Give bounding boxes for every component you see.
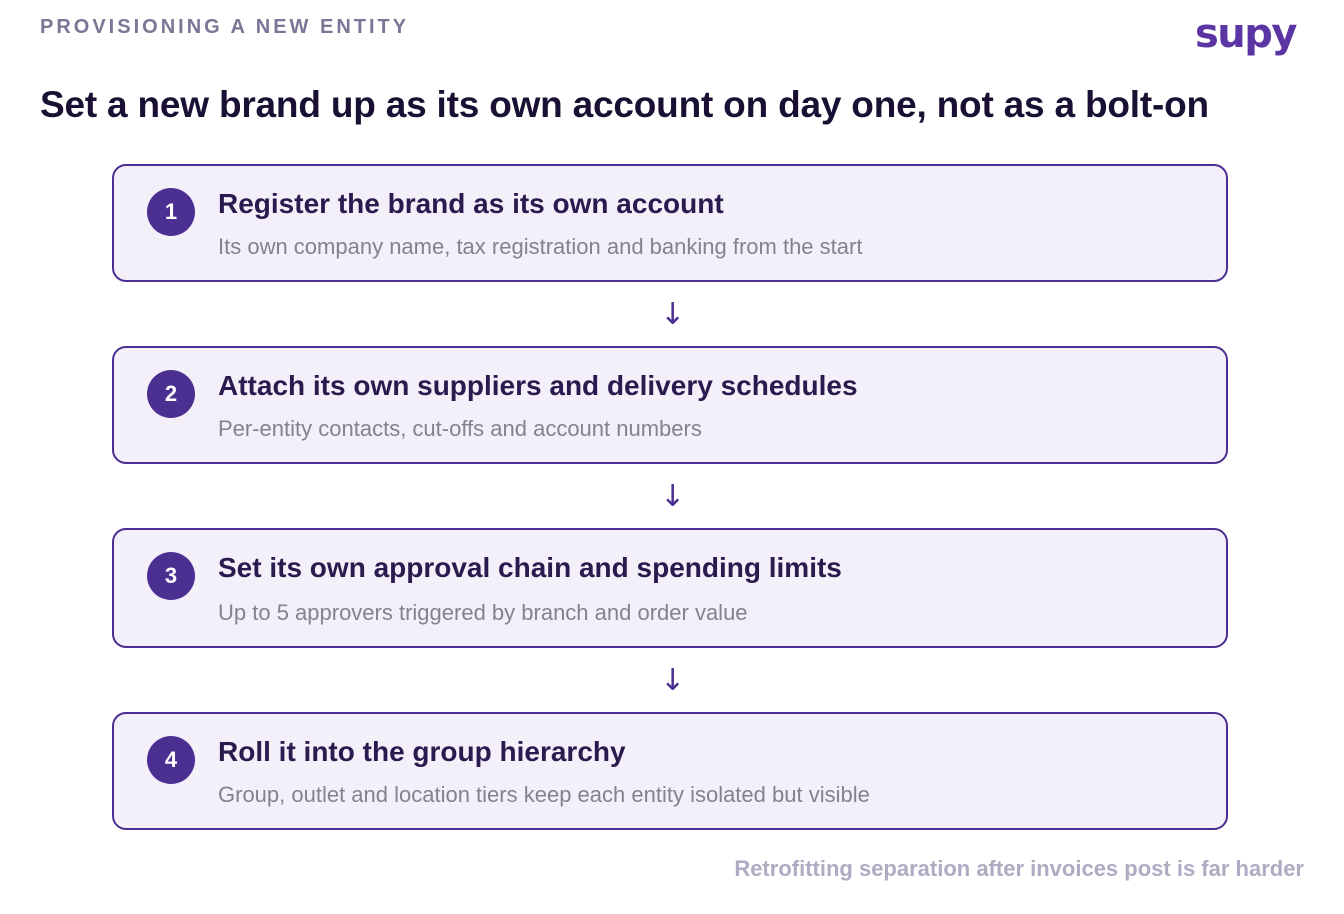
step-title: Roll it into the group hierarchy — [218, 736, 626, 767]
step-card-4: 4 Roll it into the group hierarchy Group… — [112, 712, 1228, 830]
eyebrow-label: PROVISIONING A NEW ENTITY — [40, 16, 410, 38]
step-description: Per-entity contacts, cut-offs and accoun… — [218, 416, 702, 441]
footnote: Retrofitting separation after invoices p… — [734, 856, 1304, 881]
step-description: Group, outlet and location tiers keep ea… — [218, 782, 870, 807]
step-card-3: 3 Set its own approval chain and spendin… — [112, 528, 1228, 648]
step-title: Set its own approval chain and spending … — [218, 552, 842, 583]
supy-logo: supy — [1195, 11, 1298, 57]
down-arrow-icon: ↓ — [660, 297, 686, 332]
step-title: Register the brand as its own account — [218, 188, 724, 219]
step-number-badge: 2 — [147, 370, 195, 418]
down-arrow-icon: ↓ — [660, 479, 686, 514]
step-card-1: 1 Register the brand as its own account … — [112, 164, 1228, 282]
page-title: Set a new brand up as its own account on… — [40, 84, 1209, 125]
step-title: Attach its own suppliers and delivery sc… — [218, 370, 858, 401]
down-arrow-icon: ↓ — [660, 663, 686, 698]
step-number-badge: 4 — [147, 736, 195, 784]
step-number-badge: 3 — [147, 552, 195, 600]
step-description: Its own company name, tax registration a… — [218, 234, 863, 259]
step-card-2: 2 Attach its own suppliers and delivery … — [112, 346, 1228, 464]
step-number-badge: 1 — [147, 188, 195, 236]
step-description: Up to 5 approvers triggered by branch an… — [218, 600, 748, 625]
